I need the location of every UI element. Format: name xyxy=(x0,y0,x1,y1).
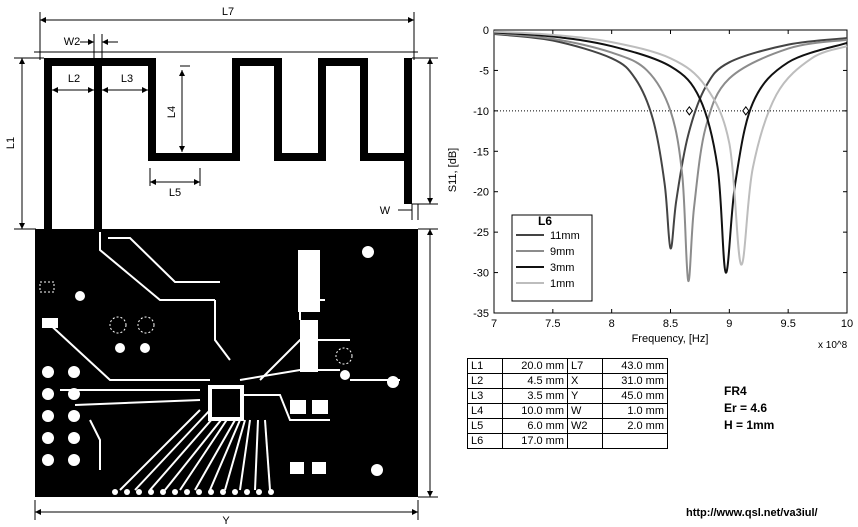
table-cell: 20.0 mm xyxy=(502,358,568,374)
table-cell: 45.0 mm xyxy=(602,388,668,404)
series-line-9mm xyxy=(493,32,848,282)
y-tick-label: -5 xyxy=(479,65,489,77)
table-cell: W xyxy=(567,403,603,419)
label-l4: L4 xyxy=(166,106,178,118)
table-cell: X xyxy=(567,373,603,389)
y-axis-label: S11, [dB] xyxy=(447,148,459,192)
series-line-3mm xyxy=(493,31,848,274)
table-cell: 10.0 mm xyxy=(502,403,568,419)
substrate-name: FR4 xyxy=(724,384,747,398)
table-cell: L1 xyxy=(467,358,503,374)
series-lines xyxy=(493,30,848,282)
table-cell: 2.0 mm xyxy=(602,418,668,434)
table-cell xyxy=(567,433,603,449)
label-l7: L7 xyxy=(222,6,234,18)
substrate-h: H = 1mm xyxy=(724,418,775,432)
table-cell: W2 xyxy=(567,418,603,434)
y-tick-label: -15 xyxy=(473,146,489,158)
label-w2: W2 xyxy=(64,36,81,48)
label-l1: L1 xyxy=(5,137,17,149)
dimension-labels: L7 W2 L2 L3 L4 L5 L1 L6 W X Y xyxy=(5,6,440,527)
x-tick-label: 9 xyxy=(726,318,732,330)
label-y: Y xyxy=(222,515,230,527)
label-x: X xyxy=(437,360,440,368)
marker-diamond xyxy=(742,106,750,116)
marker-diamond xyxy=(685,106,693,116)
x-axis-label: Frequency, [Hz] xyxy=(632,333,709,345)
table-cell: 17.0 mm xyxy=(502,433,568,449)
meander-antenna xyxy=(44,58,412,229)
table-cell: 43.0 mm xyxy=(602,358,668,374)
y-tick-label: -30 xyxy=(473,268,489,280)
axis-ticks: 7 7.5 8 8.5 9 9.5 10 0 -5 -10 -15 -20 -25 -30 -35 xyxy=(473,25,853,330)
y-tick-label: -10 xyxy=(473,106,489,118)
legend-box xyxy=(511,214,593,302)
legend-title: L6 xyxy=(538,214,552,228)
table-cell: L3 xyxy=(467,388,503,404)
label-l5: L5 xyxy=(169,187,181,199)
s11-chart: 7 7.5 8 8.5 9 9.5 10 0 -5 -10 -15 -20 -25 -30 -35 Freq… xyxy=(447,25,853,351)
antenna-feed xyxy=(94,62,102,229)
x-tick-label: 8 xyxy=(609,318,615,330)
series-line-1mm xyxy=(493,30,848,266)
table-cell: L4 xyxy=(467,403,503,419)
antenna-layout-diagram: L7 W2 L2 L3 L4 L5 L1 L6 W X Y xyxy=(5,6,440,527)
legend-label-9mm: 9mm xyxy=(550,246,574,258)
x-tick-label: 9.5 xyxy=(781,318,796,330)
label-l2: L2 xyxy=(68,73,80,85)
table-cell: 4.5 mm xyxy=(502,373,568,389)
table-cell: 3.5 mm xyxy=(502,388,568,404)
pcb-pads xyxy=(42,246,399,495)
source-url-link[interactable]: http://www.qsl.net/va3iul/ xyxy=(686,507,818,519)
table-cell: Y xyxy=(567,388,603,404)
legend-label-1mm: 1mm xyxy=(550,278,574,290)
table-cell: 31.0 mm xyxy=(602,373,668,389)
label-l3: L3 xyxy=(121,73,133,85)
legend-label-11mm: 11mm xyxy=(550,230,580,242)
label-w: W xyxy=(380,205,391,217)
y-tick-label: -25 xyxy=(473,227,489,239)
table-cell: 1.0 mm xyxy=(602,403,668,419)
table-cell: L6 xyxy=(467,433,503,449)
table-cell: 6.0 mm xyxy=(502,418,568,434)
x-tick-label: 10 xyxy=(841,318,853,330)
table-cell: L2 xyxy=(467,373,503,389)
table-cell xyxy=(602,433,668,449)
x-tick-label: 8.5 xyxy=(663,318,678,330)
x-axis-multiplier: x 10^8 xyxy=(818,340,848,351)
x-tick-label: 7 xyxy=(491,318,497,330)
antenna-right-leg xyxy=(404,58,412,204)
chart-legend: L6 11mm 9mm 3mm 1mm xyxy=(511,214,593,302)
substrate-er: Er = 4.6 xyxy=(724,401,768,415)
table-cell: L5 xyxy=(467,418,503,434)
x-tick-label: 7.5 xyxy=(545,318,560,330)
legend-label-3mm: 3mm xyxy=(550,262,574,274)
table-cell: L7 xyxy=(567,358,603,374)
y-tick-label: -20 xyxy=(473,187,489,199)
series-line-11mm xyxy=(493,33,848,250)
antenna-top-arm xyxy=(44,58,156,66)
label-l6: L6 xyxy=(438,124,440,136)
y-tick-label: 0 xyxy=(483,25,489,37)
y-tick-label: -35 xyxy=(473,308,489,320)
